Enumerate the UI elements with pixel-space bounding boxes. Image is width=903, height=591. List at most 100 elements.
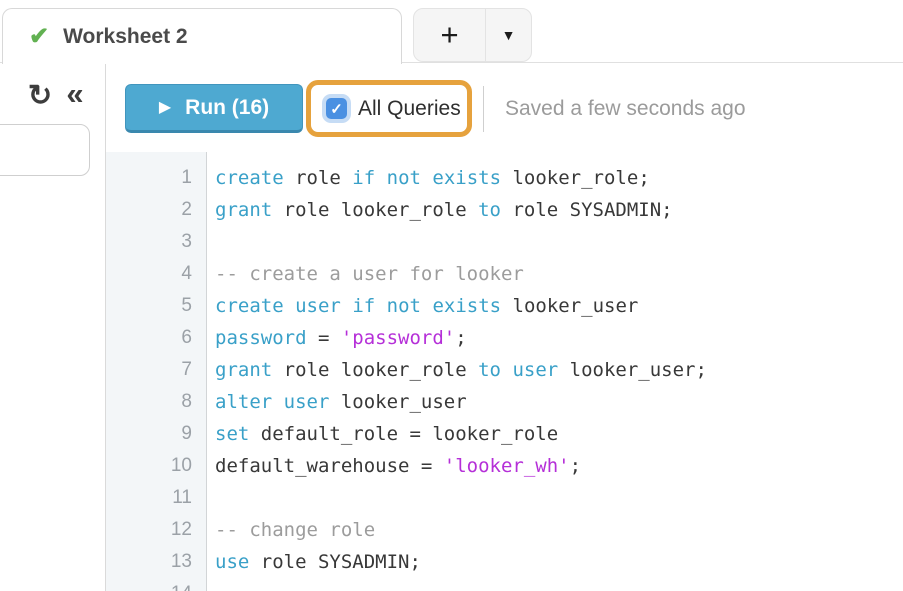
code-token: 'password': [340, 327, 456, 349]
code-line-row: 1 create role if not exists looker_role;: [106, 162, 903, 194]
code-line[interactable]: -- create a user for looker: [207, 258, 524, 290]
run-button[interactable]: ▶ Run (16): [125, 84, 303, 133]
code-token: create: [215, 167, 284, 189]
code-token: role SYSADMIN;: [501, 199, 673, 221]
code-line-row: 12 -- change role: [106, 514, 903, 546]
code-token: if: [352, 167, 376, 189]
code-token: exists: [432, 167, 502, 189]
code-token: user: [283, 391, 330, 413]
code-line-row: 7 grant role looker_role to user looker_…: [106, 354, 903, 386]
line-number: 13: [170, 551, 192, 572]
code-token: role: [283, 167, 353, 189]
code-token: set: [215, 423, 250, 445]
line-number: 14: [106, 578, 207, 591]
new-worksheet-button[interactable]: +: [414, 9, 485, 61]
code-line[interactable]: alter user looker_user: [207, 386, 467, 418]
run-button-label: Run (16): [185, 95, 270, 119]
code-token: grant: [215, 359, 273, 381]
refresh-button[interactable]: ↻: [22, 77, 58, 113]
code-line-row: 8 alter user looker_user: [106, 386, 903, 418]
code-token: password: [215, 327, 307, 349]
code-line[interactable]: [207, 578, 215, 591]
code-token: looker_user: [329, 391, 467, 413]
plus-icon: +: [440, 17, 459, 52]
code-line-row: 2 grant role looker_role to role SYSADMI…: [106, 194, 903, 226]
code-token: -- change role: [215, 519, 376, 541]
code-token: ;: [455, 327, 467, 349]
code-token: exists: [432, 295, 502, 317]
toolbar-divider: [483, 86, 484, 132]
code-token: [375, 167, 386, 189]
code-token: =: [306, 327, 341, 349]
code-token: to: [478, 359, 501, 381]
worksheet-menu-button[interactable]: ▼: [486, 9, 531, 61]
code-token: role looker_role: [272, 199, 479, 221]
code-token: -- create a user for looker: [215, 263, 524, 285]
code-line-row: 4 -- create a user for looker: [106, 258, 903, 290]
highlight-annotation: ✓ All Queries: [306, 80, 472, 137]
code-token: [272, 391, 283, 413]
code-line[interactable]: grant role looker_role to user looker_us…: [207, 354, 707, 386]
refresh-icon: ↻: [27, 79, 53, 112]
line-number: 1: [181, 167, 192, 188]
code-token: default_role = looker_role: [249, 423, 559, 445]
code-line[interactable]: grant role looker_role to role SYSADMIN;: [207, 194, 673, 226]
code-lines: 1 create role if not exists looker_role;…: [106, 152, 903, 591]
code-line-row: 3: [106, 226, 903, 258]
code-token: looker_user: [501, 295, 639, 317]
line-number: 11: [172, 487, 192, 508]
play-icon: ▶: [158, 98, 172, 116]
code-line[interactable]: use role SYSADMIN;: [207, 546, 421, 578]
code-token: [421, 295, 432, 317]
code-token: alter: [215, 391, 273, 413]
line-number: 3: [181, 231, 192, 252]
code-token: create: [215, 295, 284, 317]
line-number: 9: [181, 423, 192, 444]
line-number-gutter: [106, 152, 207, 591]
code-line[interactable]: create role if not exists looker_role;: [207, 162, 650, 194]
code-token: ;: [569, 455, 582, 477]
saved-status: Saved a few seconds ago: [505, 97, 746, 120]
code-line[interactable]: create user if not exists looker_user: [207, 290, 638, 322]
code-line-row: 10 default_warehouse = 'looker_wh';: [106, 450, 903, 482]
code-token: [341, 295, 352, 317]
code-line[interactable]: [207, 226, 215, 258]
panel-divider: [105, 63, 106, 591]
code-token: 'looker_wh': [443, 455, 570, 477]
all-queries-checkbox[interactable]: ✓: [326, 98, 347, 119]
code-line-row: 5 create user if not exists looker_user: [106, 290, 903, 322]
code-line[interactable]: password = 'password';: [207, 322, 467, 354]
line-number: 7: [181, 359, 192, 380]
line-number: 6: [181, 327, 192, 348]
code-token: user: [512, 359, 559, 381]
new-tab-controls: + ▼: [413, 8, 532, 62]
line-number: 8: [181, 391, 192, 412]
code-token: [375, 295, 386, 317]
object-search-box[interactable]: [0, 124, 90, 176]
check-icon: ✔: [29, 22, 50, 50]
line-number: 12: [170, 519, 192, 540]
code-token: [421, 167, 432, 189]
sql-editor[interactable]: 1 create role if not exists looker_role;…: [106, 152, 903, 591]
line-number: 5: [181, 295, 192, 316]
code-token: role SYSADMIN;: [249, 551, 421, 573]
code-token: not: [386, 295, 421, 317]
double-chevron-left-icon: «: [66, 76, 83, 111]
button-group-divider: [485, 9, 486, 61]
collapse-sidebar-button[interactable]: «: [56, 76, 92, 112]
all-queries-label[interactable]: All Queries: [358, 96, 461, 120]
tab-worksheet-2[interactable]: ✔ Worksheet 2: [2, 8, 402, 64]
code-line[interactable]: set default_role = looker_role: [207, 418, 558, 450]
code-line-row: 11: [106, 482, 903, 514]
code-token: looker_role;: [501, 167, 650, 189]
tab-label: Worksheet 2: [63, 24, 188, 48]
code-line-row: 14: [106, 578, 903, 591]
code-token: [284, 295, 295, 317]
code-token: if: [352, 295, 376, 317]
code-token: not: [386, 167, 421, 189]
code-token: default_warehouse =: [215, 455, 444, 477]
code-line[interactable]: default_warehouse = 'looker_wh';: [207, 450, 581, 482]
code-line[interactable]: [207, 482, 215, 514]
code-line[interactable]: -- change role: [207, 514, 375, 546]
